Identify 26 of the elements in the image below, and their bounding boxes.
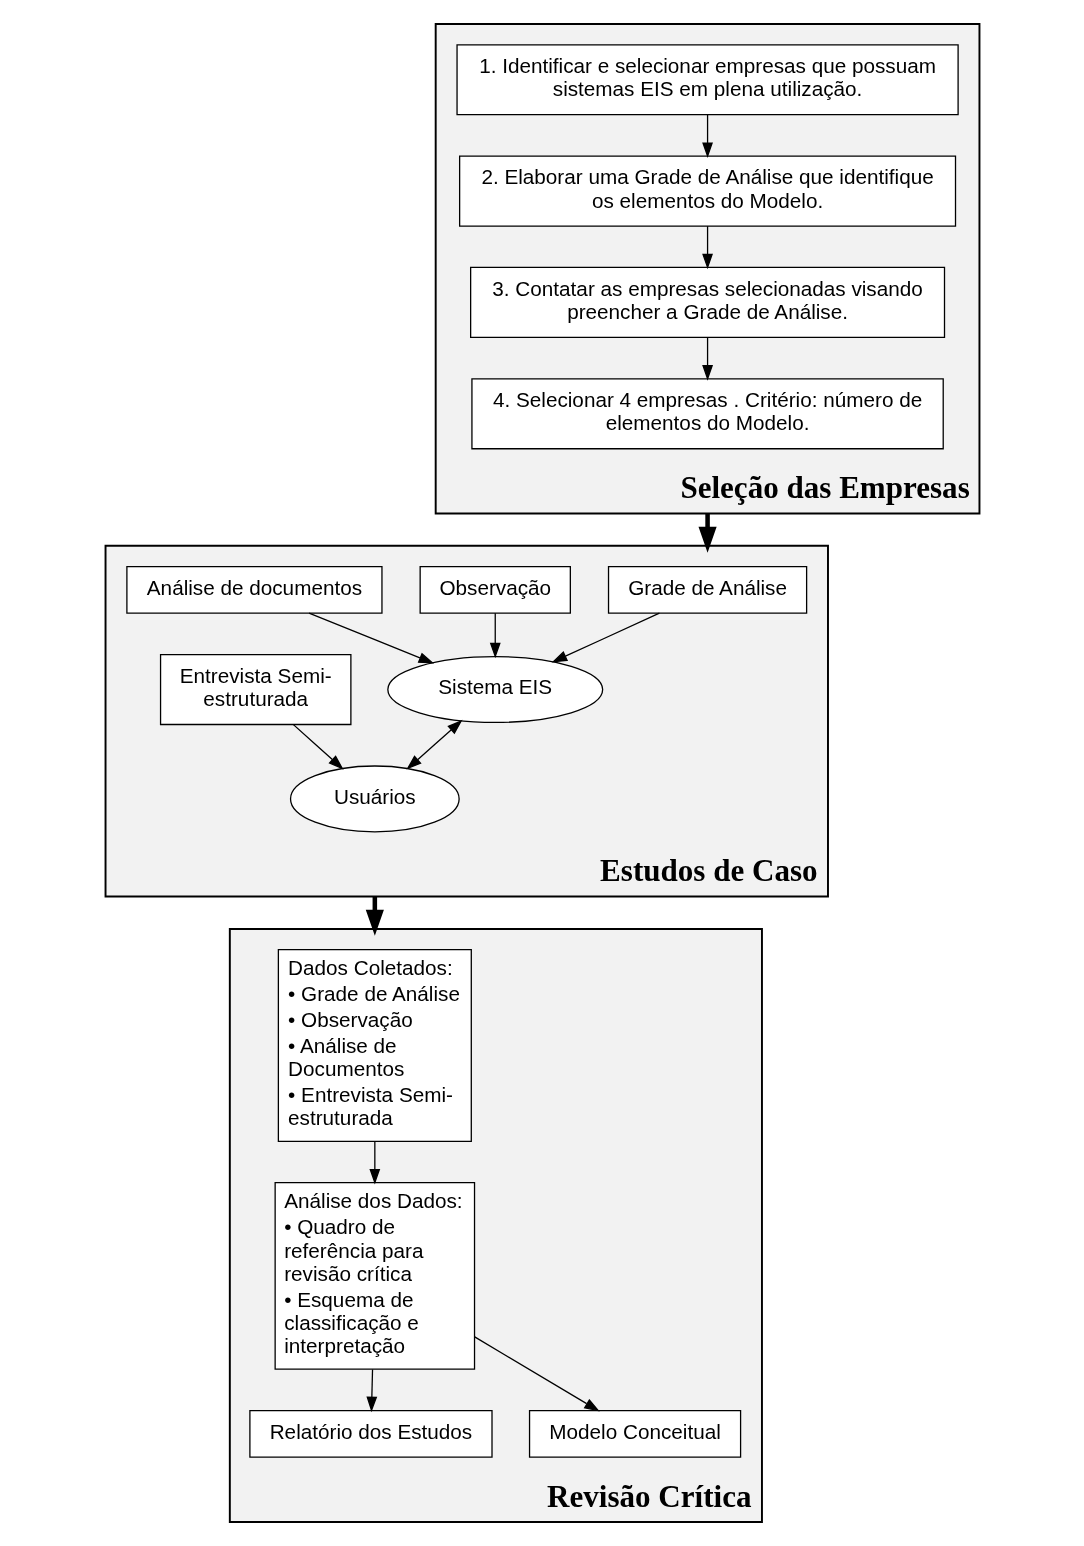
arrow (365, 1368, 377, 1413)
node-ellipse: Usuários (289, 765, 460, 833)
arrow (368, 1140, 380, 1185)
arrow (701, 114, 713, 158)
node-box: Dados Coletados: • Grade de Análise • Observação • Análise de Documentos • Entrevista Semi-estruturada (277, 949, 472, 1142)
node-box: Grade de Análise (607, 565, 807, 614)
arrow (307, 612, 434, 664)
node-box: Modelo Conceitual (528, 1409, 741, 1458)
arrow (489, 612, 501, 659)
node-box: Entrevista Semi-estruturada (159, 653, 352, 726)
node-box: 3. Contatar as empresas selecionadas visando preencher a Grade de Análise. (469, 266, 945, 339)
node-box: Análise dos Dados: • Quadro de referência para revisão crítica • Esquema de classificação e interpretação (274, 1182, 475, 1370)
arrow (698, 513, 717, 553)
arrow (292, 723, 344, 770)
arrow (701, 225, 713, 270)
node-box: Análise de documentos (125, 565, 383, 614)
node-box: Relatório dos Estudos (248, 1409, 493, 1458)
arrow (701, 336, 713, 381)
node-box: 1. Identificar e selecionar empresas que possuam sistemas EIS em plena utilização. (455, 44, 959, 116)
arrow (551, 612, 660, 663)
node-ellipse: Sistema EIS (386, 656, 603, 724)
node-box: 4. Selecionar 4 empresas . Critério: número de elementos do Modelo. (470, 378, 944, 450)
arrow (473, 1336, 600, 1412)
arrow (405, 719, 463, 770)
node-box: Observação (419, 565, 571, 614)
node-box: 2. Elaborar uma Grade de Análise que identifique os elementos do Modelo. (458, 155, 956, 227)
